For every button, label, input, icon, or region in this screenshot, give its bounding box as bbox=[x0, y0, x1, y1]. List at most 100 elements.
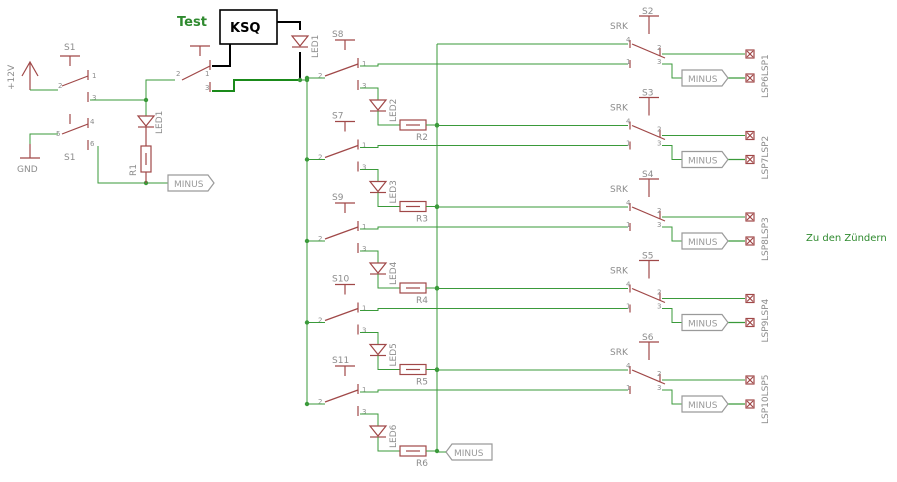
channel-switch-label: S7 bbox=[332, 112, 343, 122]
pin-label: 4 bbox=[626, 36, 631, 44]
minus-flag-outline bbox=[681, 313, 729, 332]
pin-label: 1 bbox=[626, 384, 630, 392]
pin-label: 1 bbox=[92, 72, 96, 80]
pin-label: 3 bbox=[362, 408, 366, 416]
channel-switch-contact bbox=[324, 63, 359, 77]
pin-label: 1 bbox=[362, 223, 366, 231]
connector-icon bbox=[745, 212, 755, 222]
connector-box bbox=[745, 49, 755, 59]
wire bbox=[360, 63, 628, 67]
minus-label: MINUS bbox=[688, 401, 718, 411]
channel-group: S8213LED2R2SRKS24123LSP6LSP1S7213LED3R3S… bbox=[304, 7, 771, 469]
wire bbox=[662, 308, 673, 319]
ksq-label: KSQ bbox=[230, 21, 261, 36]
selector-label: S5 bbox=[642, 252, 653, 262]
pin-label: 2 bbox=[318, 72, 322, 80]
channel-switch-contact bbox=[324, 226, 359, 240]
ksq-wire bbox=[212, 44, 231, 67]
s1-upper-contact bbox=[61, 75, 89, 87]
wire bbox=[360, 413, 379, 426]
connector-box bbox=[745, 399, 755, 409]
junction bbox=[304, 157, 310, 162]
pin-label: 3 bbox=[657, 140, 661, 148]
s1-lower-contact bbox=[61, 123, 89, 135]
connector-icon bbox=[745, 236, 755, 246]
connector-x bbox=[746, 156, 754, 163]
junction bbox=[434, 123, 440, 128]
pin-label: 3 bbox=[205, 84, 209, 92]
supply-label: +12V bbox=[7, 64, 17, 90]
pin-label: 2 bbox=[58, 82, 62, 90]
junction bbox=[304, 238, 310, 244]
pin-label: 2 bbox=[176, 70, 180, 78]
srk-label: SRK bbox=[610, 104, 629, 114]
connector-x bbox=[746, 213, 754, 221]
pin-label: 3 bbox=[657, 303, 661, 311]
channel-led-label: LED3 bbox=[389, 180, 399, 203]
pin-label: 3 bbox=[362, 82, 366, 90]
wire bbox=[360, 332, 379, 345]
lsp-label: LSP7LSP2 bbox=[761, 136, 771, 180]
minus-flag: MINUS bbox=[681, 313, 729, 332]
led-icon bbox=[368, 180, 388, 193]
wire bbox=[377, 274, 400, 289]
minus-flag: MINUS bbox=[681, 69, 729, 87]
pin-label: 5 bbox=[56, 130, 60, 138]
connector-x bbox=[746, 295, 754, 302]
pin-label: 3 bbox=[362, 327, 366, 335]
led-icon bbox=[368, 343, 388, 356]
connector-icon bbox=[745, 375, 755, 385]
wire bbox=[671, 400, 682, 405]
connector-icon bbox=[745, 317, 755, 328]
connector-x bbox=[746, 50, 754, 58]
wire bbox=[97, 146, 146, 184]
r1-label: R1 bbox=[129, 164, 139, 176]
minus-label: MINUS bbox=[174, 180, 204, 190]
wire bbox=[377, 111, 400, 126]
pin-label: 4 bbox=[626, 362, 631, 370]
pin-label: 2 bbox=[318, 154, 322, 162]
channel-switch-label: S11 bbox=[332, 356, 349, 366]
note-label: Zu den Zündern bbox=[806, 233, 887, 244]
test-label: Test bbox=[177, 15, 207, 30]
junction bbox=[434, 286, 440, 291]
pin-label: 3 bbox=[362, 245, 366, 253]
srk-label: SRK bbox=[610, 267, 629, 277]
connector-box bbox=[745, 130, 755, 141]
channel-led-label: LED5 bbox=[389, 343, 399, 366]
wire bbox=[662, 63, 673, 74]
s1-label-bottom: S1 bbox=[64, 153, 75, 163]
srk-label: SRK bbox=[610, 22, 629, 32]
wire bbox=[29, 133, 58, 144]
pin-label: 3 bbox=[92, 94, 96, 102]
lsp-a-label: LSP7 bbox=[761, 158, 771, 180]
junction bbox=[434, 367, 440, 373]
minus-label: MINUS bbox=[688, 320, 718, 330]
lsp-label: LSP6LSP1 bbox=[761, 54, 771, 98]
wire bbox=[360, 308, 628, 311]
pin-label: 2 bbox=[657, 44, 661, 52]
pin-label: 3 bbox=[657, 384, 661, 392]
connector-box bbox=[745, 375, 755, 385]
ksq-wire bbox=[277, 21, 301, 30]
wire bbox=[360, 87, 379, 100]
lsp-b-label: LSP2 bbox=[761, 136, 771, 158]
lsp-a-label: LSP8 bbox=[761, 239, 771, 261]
pin-label: 4 bbox=[626, 199, 631, 207]
channel-switch-contact bbox=[324, 144, 359, 159]
pin-label: 3 bbox=[657, 221, 661, 229]
lsp-label: LSP10LSP5 bbox=[761, 375, 771, 425]
connector-x bbox=[746, 319, 754, 326]
pin-label: 1 bbox=[626, 58, 630, 66]
pin-label: 4 bbox=[626, 118, 631, 126]
connector-icon bbox=[745, 154, 755, 165]
minus-flag: MINUS bbox=[681, 395, 729, 413]
supply-arrow-icon bbox=[21, 60, 39, 90]
channel-resistor-label: R2 bbox=[416, 133, 428, 143]
lsp-b-label: LSP4 bbox=[761, 298, 771, 320]
